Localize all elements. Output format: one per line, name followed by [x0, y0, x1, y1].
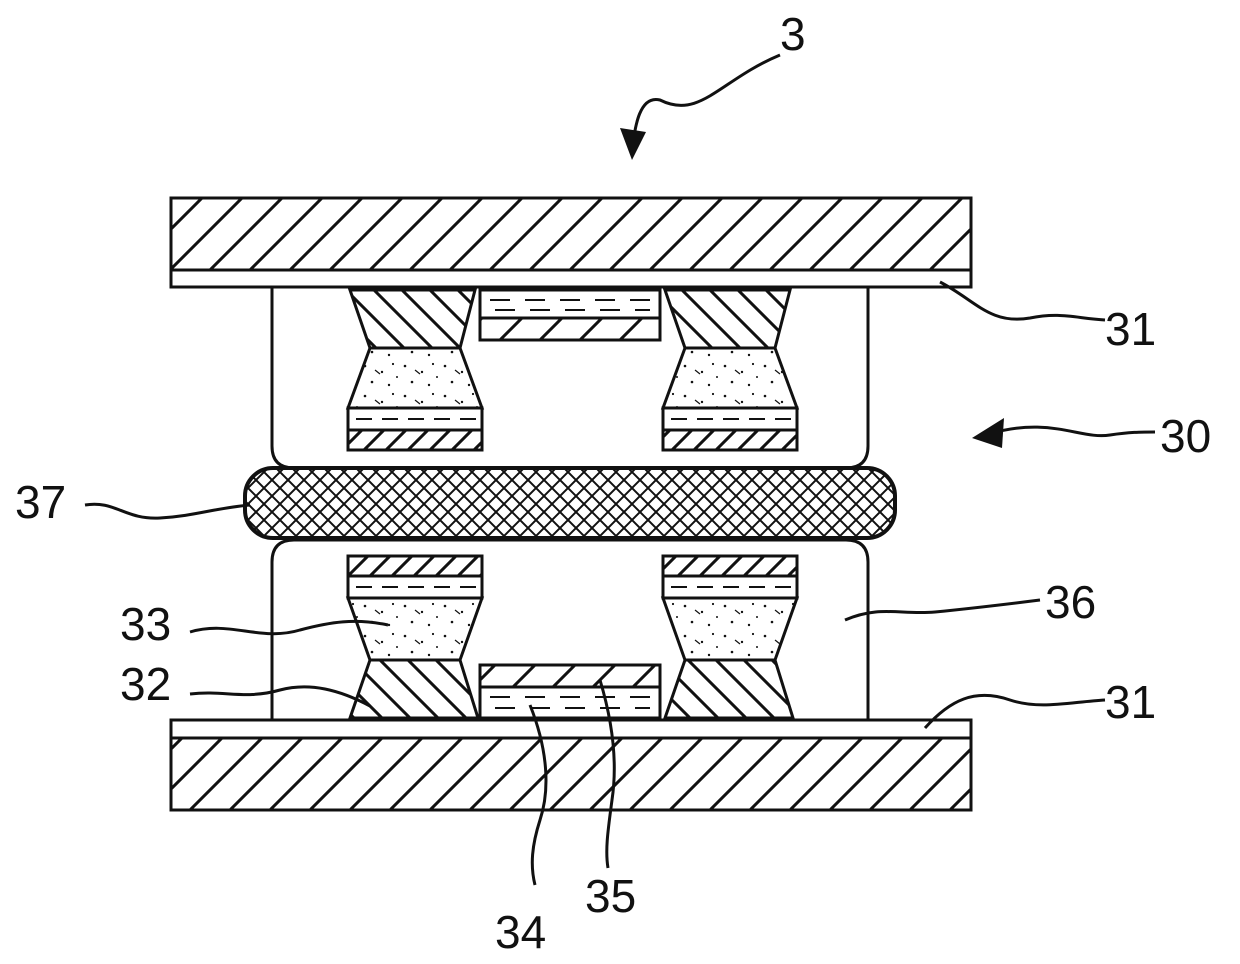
- lower-right-bump: [663, 556, 797, 718]
- top-substrate: [171, 198, 971, 270]
- arrow-30-head: [972, 418, 1004, 448]
- lower-chip: [480, 665, 660, 718]
- leader-3: [632, 55, 780, 150]
- arrow-3-head: [620, 128, 646, 160]
- label-36: 36: [1045, 576, 1096, 628]
- bottom-substrate: [171, 738, 971, 810]
- upper-left-bump: [348, 290, 482, 450]
- label-3: 3: [780, 8, 806, 60]
- bottom-film-31: [171, 720, 971, 738]
- label-30: 30: [1160, 410, 1211, 462]
- top-film-31: [171, 270, 971, 287]
- label-32: 32: [120, 658, 171, 710]
- label-34: 34: [495, 906, 546, 958]
- upper-chip: [480, 290, 660, 340]
- lower-left-bump: [348, 556, 482, 718]
- label-31-bottom: 31: [1105, 676, 1156, 728]
- leader-36: [845, 600, 1040, 620]
- upper-right-bump: [663, 290, 797, 450]
- label-37: 37: [15, 476, 66, 528]
- label-33: 33: [120, 598, 171, 650]
- leader-37: [85, 504, 250, 518]
- leader-30: [985, 427, 1155, 436]
- label-35: 35: [585, 870, 636, 922]
- label-31-top: 31: [1105, 303, 1156, 355]
- adhesive-layer-37: [245, 468, 895, 538]
